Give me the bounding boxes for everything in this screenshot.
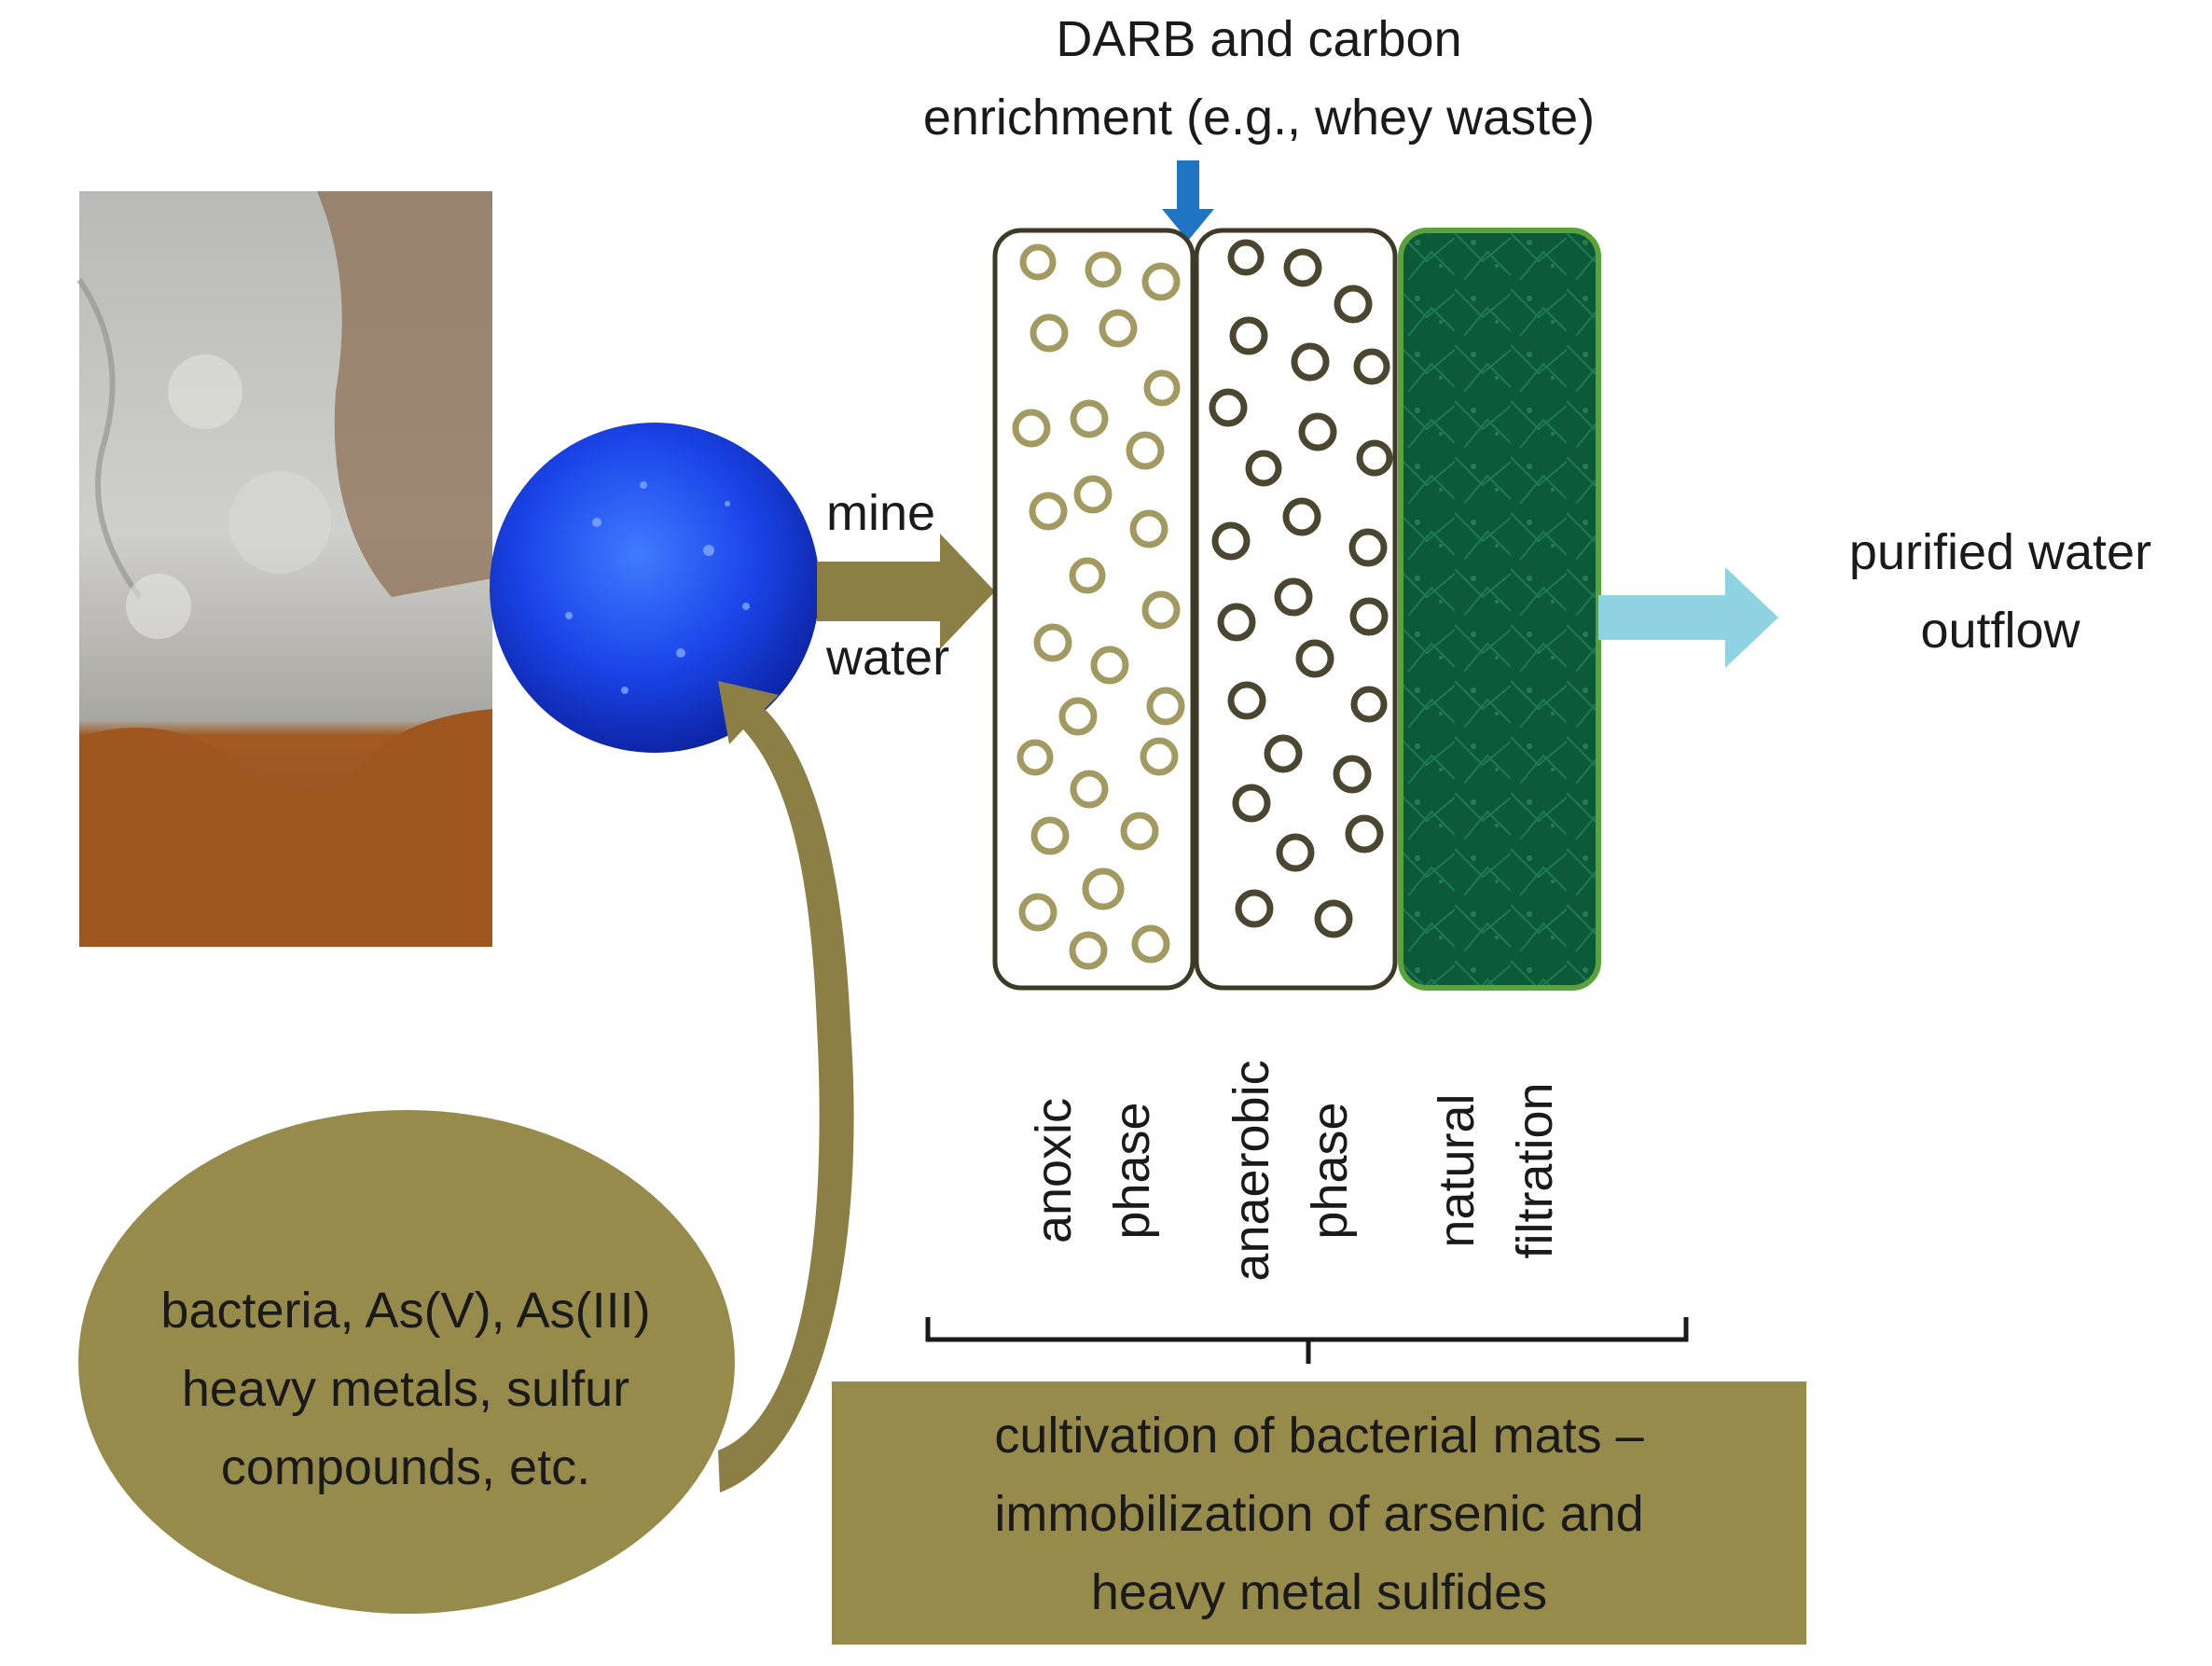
mine-rock-photo (76, 191, 492, 947)
contaminants-line1: bacteria, As(V), As(III) (160, 1283, 651, 1339)
filtration-column (1398, 228, 1601, 991)
anoxic-phase-line1: anoxic (1026, 1097, 1082, 1244)
anoxic-phase-line2: phase (1104, 1102, 1160, 1240)
anoxic-phase-label: anoxic phase (1015, 1021, 1171, 1320)
mine-water-label-line1: mine (826, 485, 936, 541)
outflow-label-line2: outflow (1920, 603, 2081, 659)
contaminants-ellipse (78, 1110, 735, 1614)
mine-water-arrow (817, 534, 995, 649)
cultivation-line3: heavy metal sulfides (1090, 1564, 1548, 1620)
anaerobic-phase-line1: anaerobic (1224, 1060, 1279, 1282)
input-label-line2: enrichment (e.g., whey waste) (922, 90, 1596, 146)
filtration-phase-line2: filtration (1507, 1082, 1563, 1259)
mine-water-sphere (490, 423, 820, 753)
anaerobic-particles (1209, 239, 1393, 938)
feedback-arrow (718, 681, 854, 1492)
contaminants-line2: heavy metals, sulfur (181, 1361, 630, 1417)
mine-water-label-line2: water (826, 630, 950, 686)
anaerobic-column (1194, 228, 1398, 991)
cultivation-line1: cultivation of bacterial mats – (994, 1408, 1644, 1464)
outflow-label-line1: purified water (1848, 524, 2152, 580)
input-arrow-icon (1162, 160, 1214, 241)
phases-bracket (925, 1317, 1689, 1364)
filtration-phase-line1: natural (1429, 1093, 1485, 1248)
input-label-line1: DARB and carbon (1056, 11, 1462, 67)
cultivation-label: cultivation of bacterial mats – immobili… (832, 1396, 1806, 1631)
input-label: DARB and carbon enrichment (e.g., whey w… (793, 0, 1725, 157)
filtration-phase-label: natural filtration (1417, 1021, 1574, 1320)
water-sparkles (565, 481, 750, 694)
outflow-label: purified water outflow (1800, 513, 2201, 670)
contaminants-line3: compounds, etc. (220, 1439, 591, 1495)
anaerobic-phase-line2: phase (1302, 1102, 1358, 1240)
contaminants-label: bacteria, As(V), As(III) heavy metals, s… (103, 1271, 709, 1506)
cultivation-box (832, 1381, 1806, 1645)
anoxic-particles (1012, 243, 1185, 970)
cultivation-line2: immobilization of arsenic and (994, 1486, 1644, 1542)
anaerobic-phase-label: anaerobic phase (1212, 1021, 1369, 1320)
outflow-arrow (1598, 567, 1778, 668)
